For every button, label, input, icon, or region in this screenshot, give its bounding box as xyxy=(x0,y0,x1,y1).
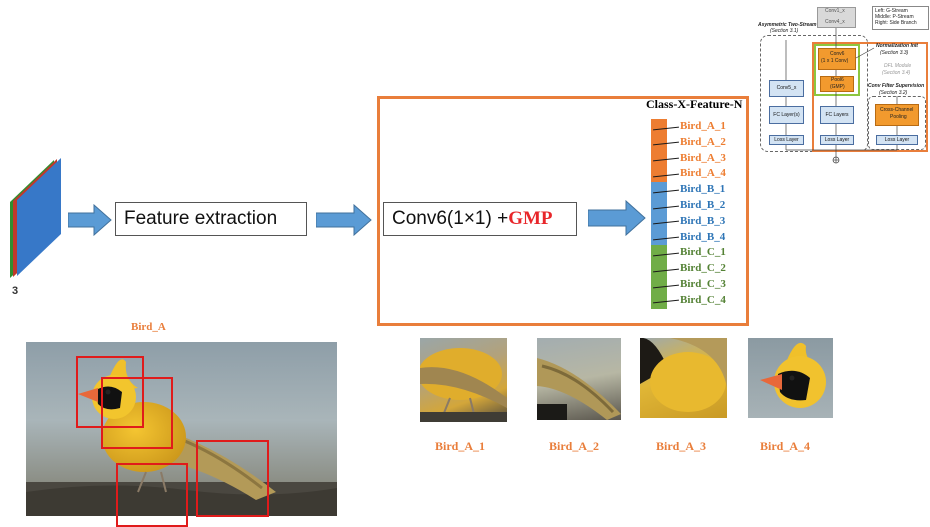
crop-image-2 xyxy=(537,338,621,420)
feature-label: Bird_B_1 xyxy=(680,183,725,195)
feature-label: Bird_C_1 xyxy=(680,246,726,258)
crop-image-1 xyxy=(420,338,507,422)
feature-cell-bird-a-1 xyxy=(651,119,667,135)
attention-box-2 xyxy=(101,377,173,449)
input-tensor xyxy=(6,158,62,280)
arrow-2 xyxy=(316,204,372,236)
attention-box-3 xyxy=(196,440,269,517)
conv6-gmp-box: Conv6(1×1) +GMP xyxy=(383,202,577,236)
crop-label: Bird_A_2 xyxy=(549,439,599,454)
feature-label: Bird_A_3 xyxy=(680,152,726,164)
mini-architecture-diagram: Left: G-Stream Middle: P-Stream Right: S… xyxy=(754,0,930,170)
feature-label: Bird_C_3 xyxy=(680,278,726,290)
crop-image-4 xyxy=(748,338,833,418)
feature-label: Bird_C_2 xyxy=(680,262,726,274)
feature-cell-bird-c-3 xyxy=(651,277,667,293)
attention-box-4 xyxy=(116,463,188,527)
channel-count-label: 3 xyxy=(12,285,18,297)
feature-extraction-label: Feature extraction xyxy=(124,208,277,229)
feature-cell-bird-b-2 xyxy=(651,198,667,214)
crop-label: Bird_A_3 xyxy=(656,439,706,454)
feature-label: Bird_C_4 xyxy=(680,294,726,306)
feature-label: Bird_A_4 xyxy=(680,167,726,179)
feature-label: Bird_A_1 xyxy=(680,120,726,132)
feature-label: Bird_B_4 xyxy=(680,231,725,243)
feature-label: Bird_A_2 xyxy=(680,136,726,148)
bird-a-title: Bird_A xyxy=(131,321,166,333)
gmp-label: GMP xyxy=(508,208,552,229)
feature-column-title: Class-X-Feature-N xyxy=(646,97,742,112)
feature-extraction-box: Feature extraction xyxy=(115,202,307,236)
crop-label: Bird_A_4 xyxy=(760,439,810,454)
mini-connectors xyxy=(754,0,930,170)
crop-image-3 xyxy=(640,338,727,418)
arrow-1 xyxy=(68,204,112,236)
feature-label: Bird_B_3 xyxy=(680,215,725,227)
crop-label: Bird_A_1 xyxy=(435,439,485,454)
feature-label: Bird_B_2 xyxy=(680,199,725,211)
conv6-label: Conv6(1×1) + xyxy=(392,208,508,229)
